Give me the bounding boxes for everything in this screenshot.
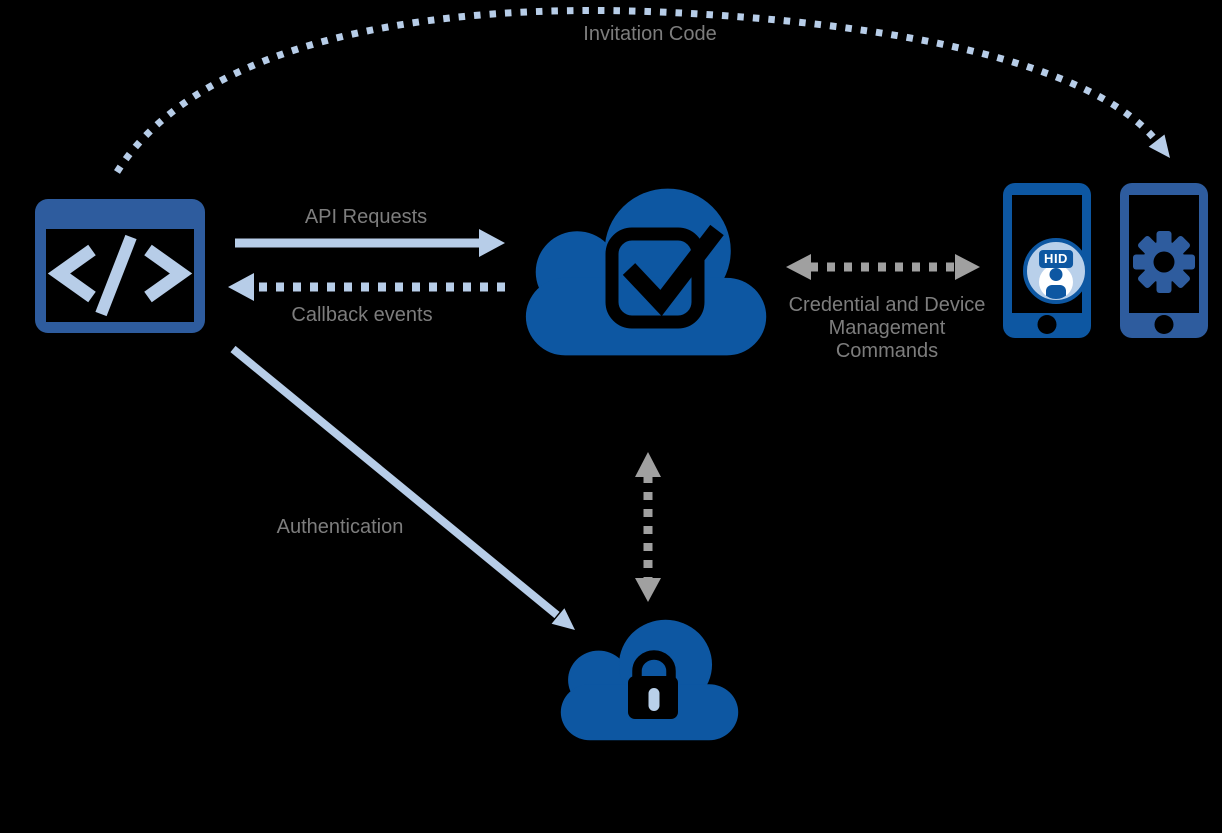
- credential-management-arrow: [786, 254, 980, 280]
- lock-shackle: [632, 650, 676, 680]
- person-icon: [1039, 265, 1073, 299]
- callback-events-arrow: [228, 273, 505, 301]
- home-button: [1154, 315, 1174, 334]
- hid-app-badge: HID: [1023, 238, 1089, 304]
- cloud-sync-arrow: [635, 452, 661, 602]
- arrowhead: [479, 229, 505, 257]
- cloud-checkbox-icon: [525, 188, 767, 356]
- lock-keyhole: [648, 688, 660, 711]
- code-glyph: [47, 234, 193, 317]
- checkbox-outline: [605, 227, 705, 329]
- api-requests-label: API Requests: [304, 206, 428, 228]
- hid-logo: HID: [1039, 250, 1073, 268]
- arrowhead: [786, 254, 811, 280]
- arrowhead: [228, 273, 254, 301]
- code-screen: [46, 229, 194, 322]
- gear-icon: [1133, 231, 1195, 293]
- arrowhead: [551, 608, 575, 630]
- invitation-code-label: Invitation Code: [583, 23, 717, 45]
- code-window-icon: [35, 199, 205, 333]
- authentication-label: Authentication: [276, 516, 404, 538]
- cloud-lock-icon: [560, 619, 739, 741]
- callback-events-label: Callback events: [291, 304, 433, 326]
- phone-screen: HID: [1012, 195, 1089, 313]
- arrowhead: [955, 254, 980, 280]
- arrowhead: [635, 452, 661, 477]
- authentication-arrow: [230, 345, 575, 630]
- checkmark-icon: [622, 224, 724, 317]
- invitation-code-arrow: [114, 7, 1170, 174]
- home-button: [1037, 315, 1057, 334]
- arrowhead: [635, 578, 661, 602]
- credential-management-label: Credential and Device Management Command…: [788, 294, 986, 362]
- arrowhead: [1148, 134, 1170, 158]
- api-requests-arrow: [235, 229, 505, 257]
- phone-hid-app-icon: HID: [1003, 183, 1091, 338]
- phone-settings-icon: [1120, 183, 1208, 338]
